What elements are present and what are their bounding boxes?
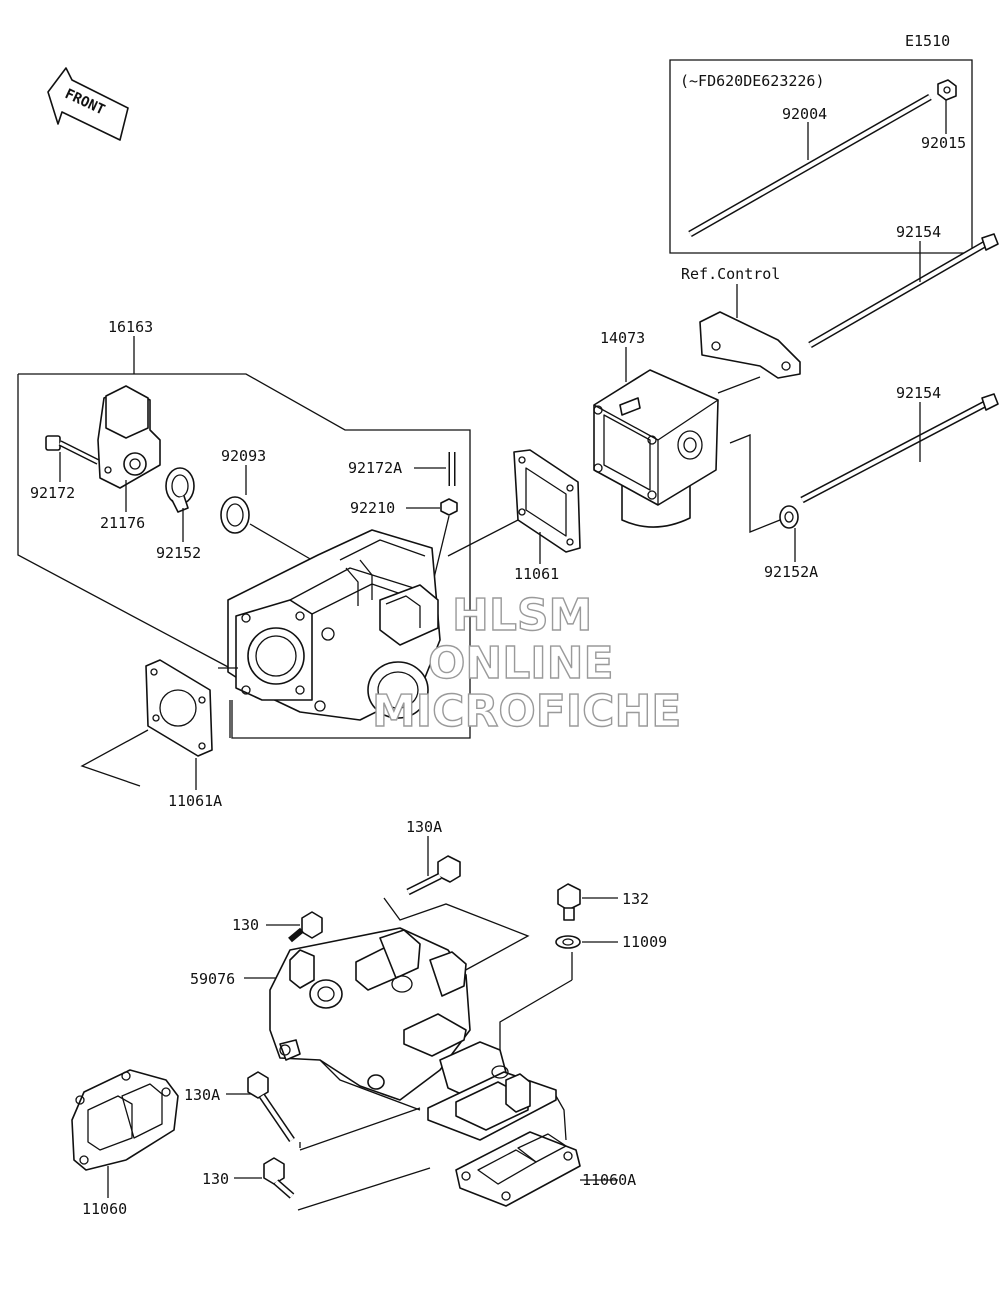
gasket-11060: [71, 1069, 179, 1171]
label-92004: 92004: [782, 105, 827, 123]
label-59076: 59076: [190, 970, 235, 988]
label-92093: 92093: [221, 447, 266, 465]
watermark: HLSM ONLINE MICROFICHE: [371, 589, 682, 737]
label-11009: 11009: [622, 933, 667, 951]
label-92015: 92015: [921, 134, 966, 152]
label-11061: 11061: [514, 565, 559, 583]
lower-throttle-housing: [269, 927, 557, 1141]
label-92152: 92152: [156, 544, 201, 562]
label-16163: 16163: [108, 318, 153, 336]
gasket-11060A: [455, 1131, 581, 1207]
ref-control-label: Ref.Control: [681, 265, 780, 283]
gasket-11061A: [145, 659, 213, 757]
watermark-line3: MICROFICHE: [372, 686, 681, 737]
long-stud-92004: [688, 93, 932, 238]
screw-92172: [45, 435, 100, 465]
label-11060: 11060: [82, 1200, 127, 1218]
front-arrow-icon: FRONT: [47, 67, 129, 141]
control-bracket: [699, 311, 801, 379]
label-130A-bottom: 130A: [184, 1086, 220, 1104]
label-11061A: 11061A: [168, 792, 222, 810]
bolt-130-bottom: [263, 1157, 295, 1199]
assembly-outline: [18, 373, 471, 739]
o-ring-92093: [220, 496, 250, 534]
watermark-line1: HLSM: [452, 590, 592, 641]
clip-92152: [165, 467, 195, 513]
label-92210: 92210: [350, 499, 395, 517]
washer-11009: [555, 935, 581, 949]
diagram-code: E1510: [905, 32, 950, 50]
label-11060A: 11060A: [582, 1171, 636, 1189]
label-132: 132: [622, 890, 649, 908]
label-130-bottom: 130: [202, 1170, 229, 1188]
label-92172A: 92172A: [348, 459, 402, 477]
bolt-130-top: [288, 911, 323, 943]
label-21176: 21176: [100, 514, 145, 532]
bolt-92154-upper: [808, 233, 999, 349]
inset-serial-note: (~FD620DE623226): [680, 72, 825, 90]
bolt-132: [557, 883, 581, 921]
gasket-11061: [513, 449, 581, 553]
label-92172: 92172: [30, 484, 75, 502]
label-130-top: 130: [232, 916, 259, 934]
label-14073: 14073: [600, 329, 645, 347]
label-92152A: 92152A: [764, 563, 818, 581]
label-92154-lower: 92154: [896, 384, 941, 402]
watermark-line2: ONLINE: [428, 638, 614, 689]
label-130A-top: 130A: [406, 818, 442, 836]
inset-box: (~FD620DE623226) 92004 92015: [669, 59, 973, 254]
washer-92152A: [779, 505, 799, 529]
nut-92210: [440, 498, 458, 516]
nut-92015: [937, 79, 957, 101]
throttle-body: [227, 529, 441, 721]
throttle-sensor-21176: [97, 385, 161, 489]
intake-manifold-14073: [593, 369, 719, 528]
label-92154-upper: 92154: [896, 223, 941, 241]
bolt-130A-bottom: [247, 1071, 295, 1142]
bolt-92154-lower: [800, 393, 999, 504]
bolt-130A-top: [406, 855, 461, 896]
